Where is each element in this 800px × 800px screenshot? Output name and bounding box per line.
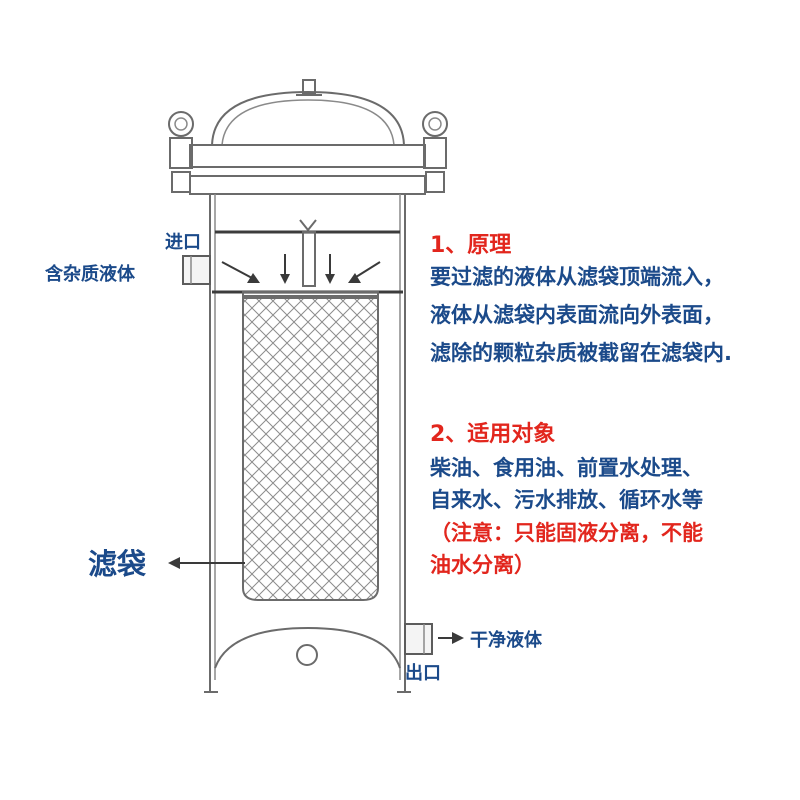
applications-note-line-2: 油水分离） [430, 553, 535, 577]
inlet-pipe [182, 255, 211, 285]
support-hook [299, 219, 317, 232]
bag-pointer-head [168, 557, 180, 569]
left-eye-bolt [168, 111, 194, 193]
outlet-liquid-label: 干净液体 [470, 629, 543, 651]
upper-flange [189, 144, 426, 168]
flow-arrow-3-head [325, 274, 335, 284]
right-clamp-upper [423, 137, 447, 169]
right-lifting-eye-inner [428, 117, 442, 131]
right-clamp-lower [425, 171, 445, 193]
bag-support [215, 219, 400, 287]
applications-note-line-1: （注意：只能固液分离，不能 [430, 521, 703, 545]
inlet-pipe-body [182, 255, 211, 285]
right-lifting-eye [422, 111, 448, 137]
left-lifting-eye-inner [174, 117, 188, 131]
outlet-pointer-arrow [438, 632, 464, 644]
applications-line-2: 自来水、污水排放、循环水等 [430, 488, 703, 512]
principle-line-3: 滤除的颗粒杂质被截留在滤袋内. [430, 341, 732, 365]
support-post [302, 231, 316, 287]
bottom-head [214, 626, 401, 669]
principle-line-1: 要过滤的液体从滤袋顶端流入， [430, 265, 724, 289]
drain-port [296, 644, 318, 666]
outlet-pointer-head [452, 632, 464, 644]
filter-bag [212, 290, 403, 601]
flow-arrow-4 [355, 261, 381, 278]
vessel-lid [168, 79, 448, 195]
principle-line-2: 液体从滤袋内表面流向外表面， [430, 303, 724, 327]
inflow-arrows [221, 254, 381, 284]
bag-pointer-arrow [168, 557, 245, 569]
right-eye-bolt [422, 111, 448, 193]
left-clamp-upper [169, 137, 193, 169]
left-clamp-lower [171, 171, 191, 193]
lid-dome-inner [221, 99, 395, 146]
filter-bag-label: 滤袋 [88, 547, 146, 581]
inlet-label: 进口 [165, 232, 201, 253]
flow-arrow-1-head [247, 273, 260, 283]
left-lifting-eye [168, 111, 194, 137]
flow-arrow-1 [221, 261, 253, 279]
applications-line-1: 柴油、食用油、前置水处理、 [429, 456, 703, 480]
flow-arrow-2-head [280, 274, 290, 284]
flow-arrow-4-head [348, 273, 361, 283]
bag-collar [242, 291, 379, 299]
lower-flange [189, 175, 426, 195]
outlet-pipe-body [404, 623, 433, 655]
applications-heading: 2、适用对象 [430, 421, 555, 447]
outlet-label: 出口 [405, 662, 441, 684]
bag-mesh [242, 295, 379, 601]
principle-heading: 1、原理 [430, 233, 511, 258]
inlet-liquid-label: 含杂质液体 [45, 263, 136, 285]
bottom-dome [214, 626, 401, 669]
lid-dome [211, 90, 405, 146]
outlet-pipe [404, 623, 433, 655]
